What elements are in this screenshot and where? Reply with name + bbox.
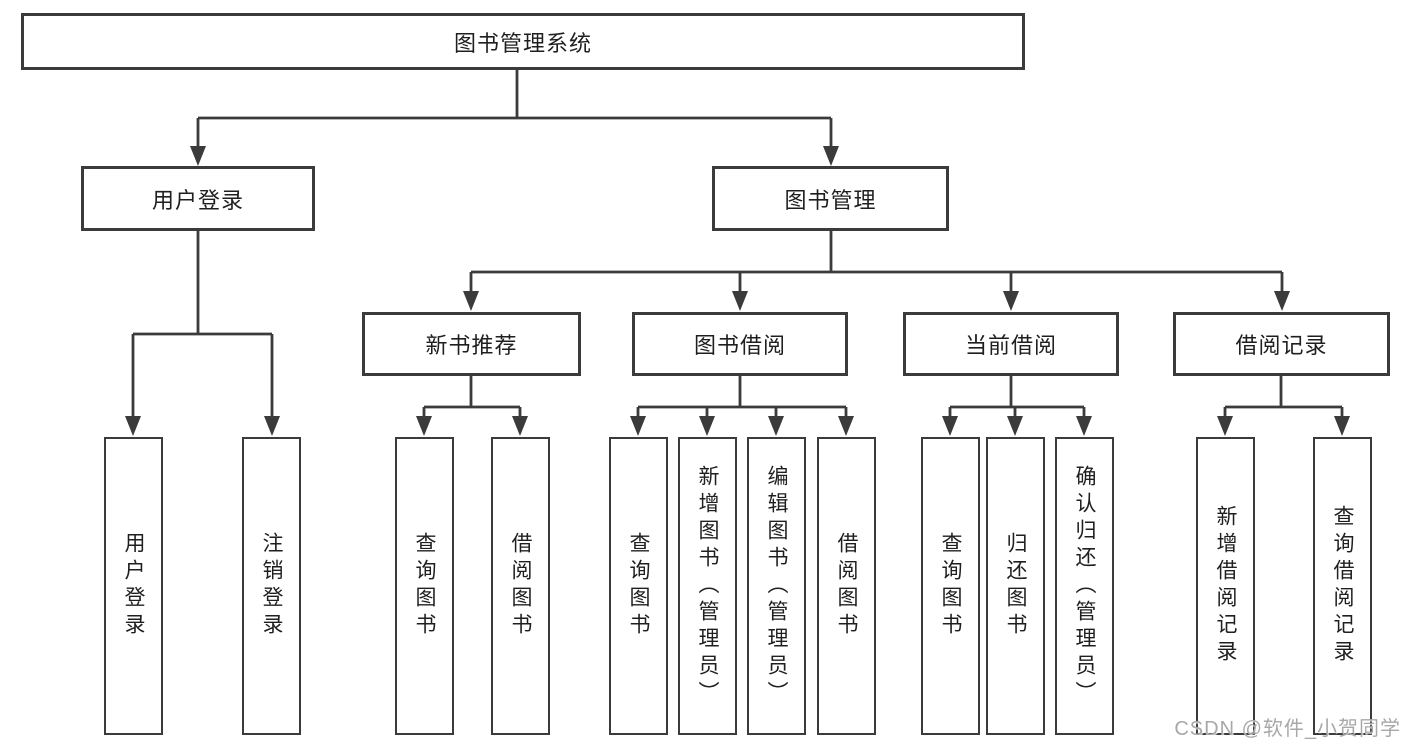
node-book-borrowing: 图书借阅	[632, 312, 848, 376]
leaf-logout: 注销登录	[242, 437, 301, 735]
leaf-label: 查询图书	[413, 532, 436, 640]
leaf-query-book: 查询图书	[609, 437, 668, 735]
leaf-add-book-admin: 新增图书（管理员）	[678, 437, 737, 735]
connector-current-borrowing-to-leaves	[942, 376, 1092, 436]
leaf-label: 新增图书（管理员）	[696, 464, 719, 708]
leaf-label: 借阅图书	[509, 532, 532, 640]
leaf-borrow-book: 借阅图书	[491, 437, 550, 735]
arrowhead-icon	[264, 416, 280, 436]
connector-user-login-to-leaves	[125, 231, 280, 436]
watermark: CSDN @软件_小贺同学	[1174, 718, 1401, 740]
arrowhead-icon	[942, 416, 958, 436]
leaf-query-borrow-record: 查询借阅记录	[1313, 437, 1372, 735]
leaf-label: 归还图书	[1004, 532, 1027, 640]
node-current-borrowing: 当前借阅	[903, 312, 1119, 376]
leaf-add-borrow-record: 新增借阅记录	[1196, 437, 1255, 735]
node-label: 图书管理系统	[453, 30, 592, 56]
leaf-label: 借阅图书	[835, 532, 858, 640]
leaf-label: 查询借阅记录	[1331, 505, 1354, 667]
arrowhead-icon	[699, 416, 715, 436]
arrowhead-icon	[1007, 416, 1023, 436]
arrowhead-icon	[463, 291, 479, 311]
arrowhead-icon	[768, 416, 784, 436]
connector-new-book-rec-to-leaves	[416, 376, 528, 436]
connector-borrowing-records-to-leaves	[1217, 376, 1350, 436]
leaf-borrow-book: 借阅图书	[817, 437, 876, 735]
arrowhead-icon	[732, 291, 748, 311]
arrowhead-icon	[190, 146, 206, 166]
connector-book-management-to-level3	[463, 231, 1290, 311]
leaf-label: 查询图书	[939, 532, 962, 640]
arrowhead-icon	[1003, 291, 1019, 311]
leaf-edit-book-admin: 编辑图书（管理员）	[747, 437, 806, 735]
node-borrowing-records: 借阅记录	[1173, 312, 1390, 376]
node-label: 新书推荐	[425, 333, 518, 358]
node-new-book-recommendation: 新书推荐	[362, 312, 581, 376]
node-label: 当前借阅	[964, 333, 1057, 358]
arrowhead-icon	[630, 416, 646, 436]
arrowhead-icon	[838, 416, 854, 436]
node-label: 图书管理	[784, 187, 877, 213]
node-label: 图书借阅	[693, 333, 786, 358]
arrowhead-icon	[416, 416, 432, 436]
node-user-login: 用户登录	[81, 166, 315, 231]
leaf-label: 新增借阅记录	[1214, 505, 1237, 667]
leaf-query-book: 查询图书	[395, 437, 454, 735]
leaf-user-login: 用户登录	[104, 437, 163, 735]
arrowhead-icon	[823, 146, 839, 166]
leaf-label: 用户登录	[122, 532, 145, 640]
arrowhead-icon	[1217, 416, 1233, 436]
leaf-return-book: 归还图书	[986, 437, 1045, 735]
arrowhead-icon	[1274, 291, 1290, 311]
connector-root-to-level2	[190, 70, 839, 166]
node-book-management: 图书管理	[712, 166, 949, 231]
arrowhead-icon	[1334, 416, 1350, 436]
leaf-confirm-return-admin: 确认归还（管理员）	[1055, 437, 1114, 735]
leaf-label: 编辑图书（管理员）	[765, 464, 788, 708]
arrowhead-icon	[125, 416, 141, 436]
connector-book-borrowing-to-leaves	[630, 376, 854, 436]
arrowhead-icon	[1076, 416, 1092, 436]
leaf-label: 确认归还（管理员）	[1073, 464, 1096, 708]
node-label: 借阅记录	[1235, 333, 1328, 358]
node-book-management-system: 图书管理系统	[21, 13, 1025, 70]
node-label: 用户登录	[151, 187, 244, 213]
leaf-label: 注销登录	[260, 532, 283, 640]
leaf-label: 查询图书	[627, 532, 650, 640]
leaf-query-book: 查询图书	[921, 437, 980, 735]
arrowhead-icon	[512, 416, 528, 436]
